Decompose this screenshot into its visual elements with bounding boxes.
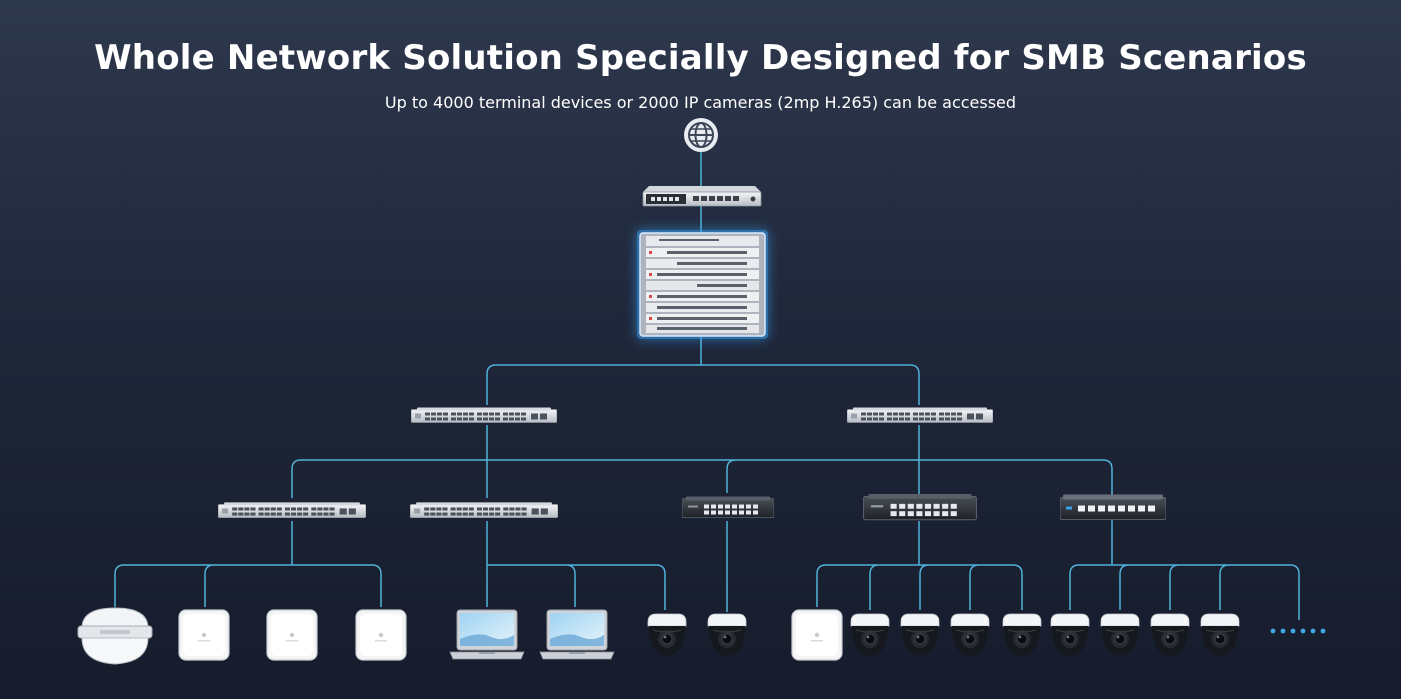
access-switch-icon [218, 501, 366, 519]
laptop-icon [449, 609, 525, 660]
dome-camera-icon [1002, 613, 1042, 657]
dome-camera-icon [850, 613, 890, 657]
ceiling-ap-icon [178, 609, 230, 661]
aggregation-switch-right [847, 406, 993, 424]
link-core-aggregation [486, 337, 920, 405]
page-title: Whole Network Solution Specially Designe… [94, 38, 1307, 78]
access-switch-icon [410, 501, 558, 519]
connection-lines [114, 152, 1300, 620]
more-dots-icon [1270, 628, 1326, 634]
dome-camera-icon [1200, 613, 1240, 657]
aggregation-switch-icon [411, 406, 557, 424]
ceiling-ap-icon [266, 609, 318, 661]
link-aggregation-access [291, 425, 1113, 498]
ceiling-ap-icon [355, 609, 407, 661]
aggregation-switch-icon [847, 406, 993, 424]
globe-icon [684, 118, 718, 152]
link-access1-terminals [114, 521, 382, 607]
dome-camera-icon [1100, 613, 1140, 657]
dome-camera-icon [900, 613, 940, 657]
link-access5-terminals [1069, 520, 1300, 620]
page-subtitle: Up to 4000 terminal devices or 2000 IP c… [384, 93, 1017, 112]
dome-camera-icon [647, 613, 687, 657]
dome-camera-icon [1050, 613, 1090, 657]
chassis-switch-icon [637, 230, 768, 339]
router-icon [642, 186, 762, 207]
laptop-icon [539, 609, 615, 660]
dome-camera-icon [707, 613, 747, 657]
aggregation-switch-left [411, 406, 557, 424]
dark-switch-icon [682, 495, 774, 519]
dome-camera-icon [1150, 613, 1190, 657]
dome-camera-icon [950, 613, 990, 657]
desktop-switch-icon [1060, 494, 1166, 521]
ceiling-ap-icon [791, 609, 843, 661]
outdoor-ap-icon [77, 607, 153, 665]
dark-poe-switch-icon [862, 494, 978, 521]
link-access4-terminals [816, 521, 1023, 610]
link-access2-terminals [486, 521, 666, 610]
